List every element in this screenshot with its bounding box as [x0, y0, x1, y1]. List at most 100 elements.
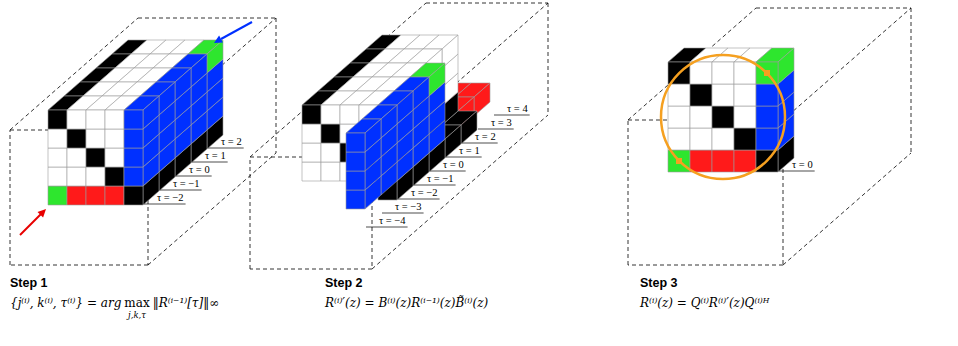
matrix-cell	[346, 171, 365, 190]
matrix-cell	[48, 148, 67, 167]
matrix-cell	[48, 110, 67, 129]
matrix-cell	[105, 186, 124, 205]
matrix-cell	[207, 40, 223, 73]
dashed-box	[10, 18, 138, 130]
matrix-cell	[346, 152, 365, 171]
dashed-boxes	[10, 3, 911, 269]
matrix-cell	[668, 84, 690, 106]
matrix-cell	[321, 143, 340, 162]
matrix-cell	[67, 110, 86, 129]
equation-operator: max	[124, 296, 149, 311]
matrix-cell	[48, 186, 67, 205]
lag-label: τ = 2	[475, 131, 496, 142]
matrix-cell	[321, 162, 340, 181]
matrix-cell	[124, 186, 143, 205]
matrix-cell	[734, 84, 756, 106]
matrix-cell	[712, 150, 734, 172]
lag-tick	[398, 199, 440, 200]
matrix-cell	[86, 129, 105, 148]
dashed-box	[372, 3, 548, 157]
lag-label: τ = 0	[189, 164, 210, 175]
matrix-cell	[302, 105, 321, 124]
matrix-cell	[124, 129, 143, 148]
lag-label: τ = 4	[507, 103, 528, 114]
matrix-cell	[690, 128, 712, 150]
dashed-box	[10, 265, 148, 266]
equation: R⁽ⁱ⁾(z) = Q⁽ⁱ⁾R⁽ⁱ⁾′(z)Q⁽ⁱ⁾ᴴ	[640, 296, 769, 311]
dashed-box	[783, 153, 911, 265]
dashed-box	[426, 3, 548, 4]
dashed-box	[628, 265, 783, 266]
dashed-box	[250, 3, 426, 157]
equation: {j⁽ⁱ⁾, k⁽ⁱ⁾, τ⁽ⁱ⁾} = arg	[10, 296, 121, 311]
matrix-cell	[346, 133, 365, 152]
matrix-cell	[48, 129, 67, 148]
matrix-cell	[690, 150, 712, 172]
blue-arrow	[221, 22, 252, 39]
matrix-cell	[86, 167, 105, 186]
lag-tick	[366, 227, 408, 228]
lag-label: τ = 3	[491, 117, 512, 128]
equation-row: {j⁽ⁱ⁾, k⁽ⁱ⁾, τ⁽ⁱ⁾} = argmaxj,k,τ ‖R⁽ⁱ⁻¹⁾[…	[10, 296, 219, 320]
lag-tick	[144, 204, 186, 205]
lag-label: τ = −2	[411, 187, 438, 198]
matrix-cell	[302, 162, 321, 181]
matrix-cell	[86, 148, 105, 167]
matrix-cell	[413, 77, 429, 110]
matrix-cell	[712, 106, 734, 128]
matrix-cell	[86, 110, 105, 129]
matrix-cell	[778, 48, 794, 84]
lag-label: τ = −1	[173, 178, 200, 189]
lag-tick	[382, 213, 424, 214]
matrix-cell	[690, 106, 712, 128]
matrix-cell	[105, 110, 124, 129]
matrix-cell	[381, 105, 397, 138]
matrix-cell	[734, 128, 756, 150]
matrix-cell	[365, 119, 381, 152]
matrix-cell	[690, 62, 712, 84]
matrix-cell	[668, 106, 690, 128]
overlays	[20, 22, 785, 235]
matrix-cell	[302, 124, 321, 143]
matrix-cell	[302, 143, 321, 162]
matrix-cell	[712, 62, 734, 84]
matrix-cell	[734, 150, 756, 172]
dashed-box	[276, 18, 277, 153]
matrix-cell	[756, 106, 778, 128]
matrix-cell	[124, 167, 143, 186]
lag-tick	[430, 171, 466, 172]
rotation-mark	[676, 158, 682, 164]
red-arrowhead	[38, 209, 47, 218]
dashed-box	[548, 3, 549, 115]
lag-tick	[478, 129, 514, 130]
matrix-cell	[105, 129, 124, 148]
matrix-cell	[191, 54, 207, 87]
matrix-cell	[712, 128, 734, 150]
equation: ‖R⁽ⁱ⁻¹⁾[τ]‖∞	[153, 296, 220, 311]
matrix-cell	[445, 125, 461, 158]
tau-ticks	[144, 115, 815, 227]
matrix-cell	[48, 167, 67, 186]
matrix-cell	[346, 190, 365, 209]
rotation-mark	[764, 70, 770, 76]
blue-arrowhead	[214, 36, 223, 43]
lag-label: τ = 0	[792, 159, 813, 170]
lag-label: τ = 1	[205, 150, 226, 161]
dashed-box	[250, 157, 251, 269]
matrix-cell	[397, 91, 413, 124]
lag-label: τ = 2	[221, 136, 242, 147]
dashed-box	[250, 269, 372, 270]
matrix-cell	[143, 96, 159, 129]
matrix-cell	[734, 62, 756, 84]
matrix-cell	[461, 111, 477, 144]
lag-tick	[779, 171, 815, 172]
lag-tick	[462, 143, 498, 144]
operator-stack: maxj,k,τ	[124, 296, 149, 320]
matrix-cell	[67, 129, 86, 148]
dashed-box	[783, 8, 911, 120]
matrix-cell	[67, 167, 86, 186]
matrix-cell	[340, 105, 359, 124]
matrix-cell	[321, 124, 340, 143]
step-title: Step 3	[640, 276, 678, 290]
